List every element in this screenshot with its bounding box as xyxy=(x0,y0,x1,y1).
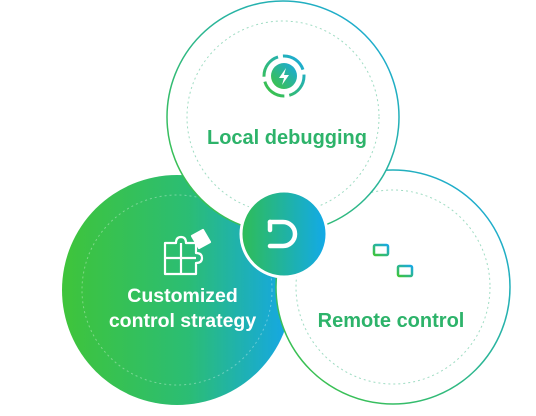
customized-control-strategy-label: Customized control strategy xyxy=(80,284,285,334)
remote-node-circle xyxy=(275,169,511,405)
remote-layout-icon xyxy=(372,243,414,291)
lightning-gear-icon xyxy=(262,54,306,98)
local-debugging-label: Local debugging xyxy=(207,127,367,149)
puzzle-icon xyxy=(163,228,212,276)
remote-control-label: Remote control xyxy=(317,310,465,332)
center-logo xyxy=(239,189,329,279)
custom-node-circle xyxy=(62,175,292,405)
custom-label-line-2: control strategy xyxy=(108,310,257,332)
brand-d-logo-icon xyxy=(267,219,298,249)
custom-label-line-1: Customized xyxy=(127,285,238,307)
